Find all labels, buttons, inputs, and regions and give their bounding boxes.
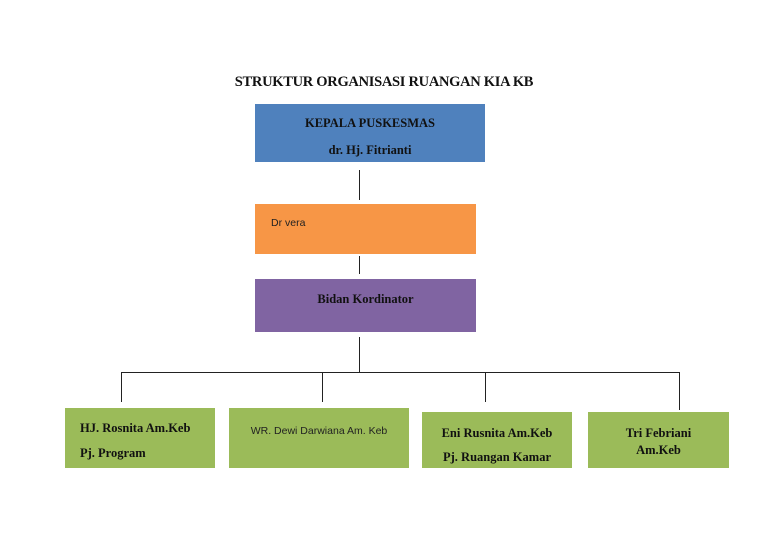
connector xyxy=(679,372,680,410)
head-box: KEPALA PUSKESMAS dr. Hj. Fitrianti xyxy=(255,104,485,162)
deputy-box: Dr vera xyxy=(255,204,476,254)
chart-title: STRUKTUR ORGANISASI RUANGAN KIA KB xyxy=(234,74,534,90)
connector xyxy=(485,372,486,402)
staff-role: Pj. Program xyxy=(80,446,146,460)
head-name: dr. Hj. Fitrianti xyxy=(328,143,412,157)
head-role: KEPALA PUSKESMAS xyxy=(305,116,435,130)
connector xyxy=(359,170,360,200)
staff-box: HJ. Rosnita Am.Keb Pj. Program xyxy=(65,408,215,468)
connector xyxy=(121,372,122,402)
connector xyxy=(359,337,360,372)
staff-name: Eni Rusnita Am.Keb xyxy=(441,426,553,440)
staff-role: Pj. Ruangan Kamar xyxy=(443,450,551,464)
connector xyxy=(322,372,323,402)
staff-name: WR. Dewi Darwiana Am. Keb xyxy=(250,425,388,437)
deputy-name: Dr vera xyxy=(271,217,306,229)
connector xyxy=(359,256,360,274)
staff-name: Tri Febriani Am.Keb xyxy=(625,426,692,457)
coordinator-box: Bidan Kordinator xyxy=(255,279,476,332)
coordinator-role: Bidan Kordinator xyxy=(317,292,414,306)
staff-name: HJ. Rosnita Am.Keb xyxy=(80,421,191,435)
staff-box: Eni Rusnita Am.Keb Pj. Ruangan Kamar xyxy=(422,412,572,468)
staff-box: Tri Febriani Am.Keb xyxy=(588,412,729,468)
connector xyxy=(121,372,680,373)
staff-box: WR. Dewi Darwiana Am. Keb xyxy=(229,408,409,468)
